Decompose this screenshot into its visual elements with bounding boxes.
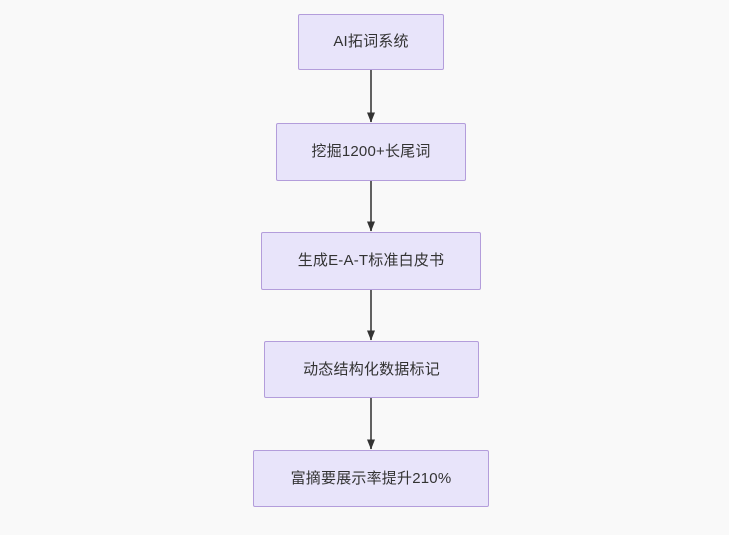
flowchart-node-dynamic-structured-data-markup[interactable]: 动态结构化数据标记	[264, 341, 479, 398]
flowchart-node-generate-eat-whitepaper[interactable]: 生成E-A-T标准白皮书	[261, 232, 481, 290]
flowchart-node-rich-snippet-rate-increase[interactable]: 富摘要展示率提升210%	[253, 450, 489, 507]
flowchart-node-mine-longtail-keywords[interactable]: 挖掘1200+长尾词	[276, 123, 466, 181]
node-label: AI拓词系统	[333, 33, 409, 51]
node-label: 生成E-A-T标准白皮书	[297, 252, 445, 270]
node-label: 动态结构化数据标记	[303, 360, 440, 378]
node-label: 富摘要展示率提升210%	[290, 469, 452, 487]
flowchart-node-ai-keyword-system[interactable]: AI拓词系统	[298, 14, 444, 70]
node-label: 挖掘1200+长尾词	[311, 143, 431, 161]
